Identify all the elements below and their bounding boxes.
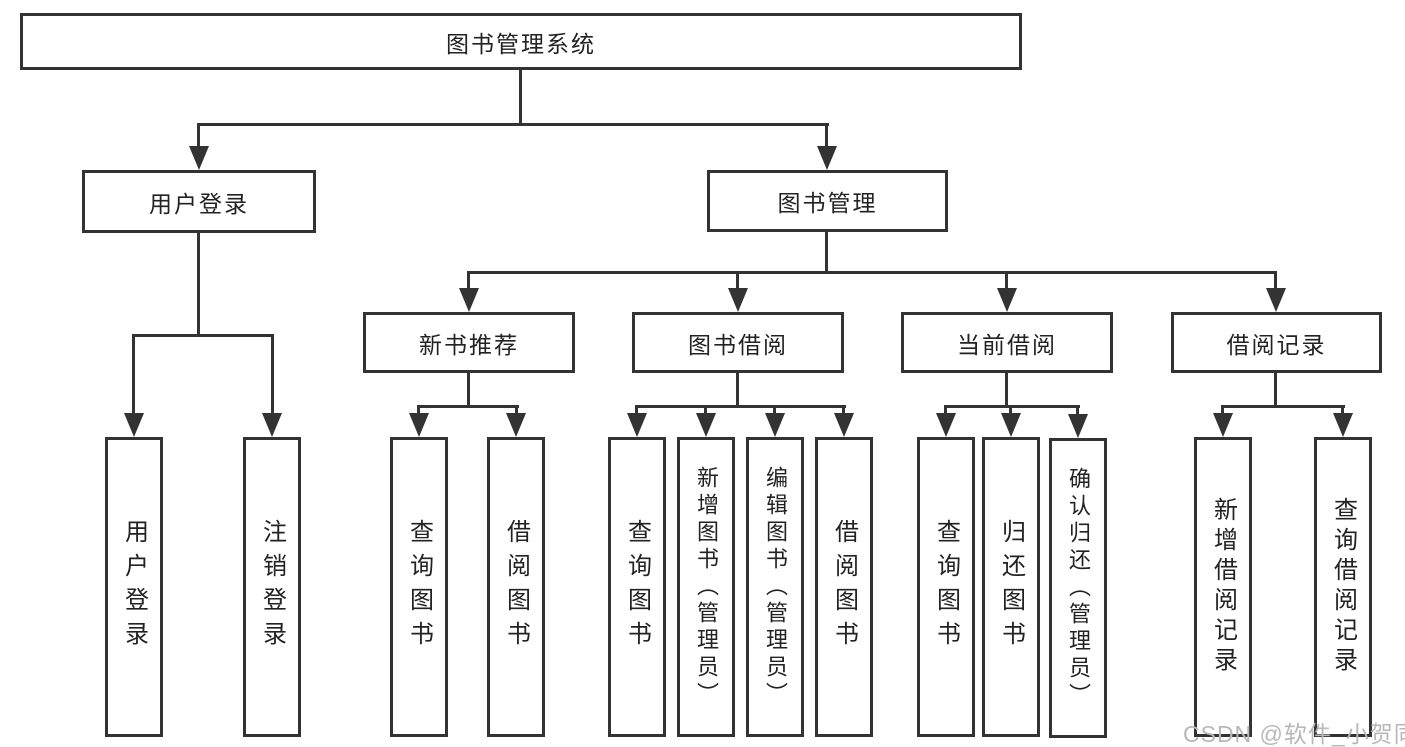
leaf-borrowing-query: 查询图书: [608, 437, 666, 737]
node-current-borrowing: 当前借阅: [901, 312, 1113, 373]
leaf-records-add-label: 新增借阅记录: [1209, 497, 1237, 677]
leaf-current-query: 查询图书: [917, 437, 975, 737]
connector-userlogin-stem: [197, 233, 200, 337]
arrow-down-icon: [262, 413, 282, 437]
leaf-user-login-label: 用户登录: [120, 519, 148, 655]
arrow-down-icon: [627, 413, 647, 437]
node-current-borrowing-label: 当前借阅: [957, 331, 1057, 358]
node-user-login: 用户登录: [82, 170, 316, 233]
connector-current-drop-3: [1076, 405, 1079, 417]
connector-borrowing-drop-3: [773, 405, 776, 417]
connector-bookmgmt-drop-1: [467, 271, 470, 291]
leaf-newbook-query: 查询图书: [390, 437, 448, 737]
arrow-down-icon: [765, 413, 785, 437]
arrow-down-icon: [1001, 413, 1021, 437]
leaf-newbook-borrow-label: 借阅图书: [502, 519, 530, 655]
connector-bookmgmt-stem: [825, 232, 828, 274]
leaf-records-query-label: 查询借阅记录: [1329, 497, 1357, 677]
node-root: 图书管理系统: [20, 13, 1022, 70]
node-root-label: 图书管理系统: [446, 30, 596, 57]
arrow-down-icon: [189, 146, 209, 170]
leaf-newbook-query-label: 查询图书: [405, 519, 433, 655]
arrow-down-icon: [997, 288, 1017, 312]
connector-records-stem: [1274, 373, 1277, 408]
leaf-user-login: 用户登录: [105, 437, 163, 737]
connector-bookmgmt-drop-4: [1274, 271, 1277, 291]
connector-root-crossbar: [197, 123, 829, 126]
connector-userlogin-drop-1: [132, 334, 135, 416]
node-user-login-label: 用户登录: [149, 190, 249, 217]
arrow-down-icon: [1333, 413, 1353, 437]
connector-newbook-drop-2: [515, 405, 518, 417]
leaf-borrowing-query-label: 查询图书: [623, 519, 651, 655]
connector-borrowing-drop-2: [704, 405, 707, 417]
arrow-down-icon: [1213, 413, 1233, 437]
leaf-borrowing-edit-admin: 编辑图书（管理员）: [746, 437, 804, 737]
connector-borrowing-drop-1: [635, 405, 638, 417]
node-new-book-recommend-label: 新书推荐: [419, 331, 519, 358]
connector-current-drop-1: [944, 405, 947, 417]
connector-borrowing-stem: [736, 373, 739, 408]
csdn-watermark: CSDN @软件_小贺同学: [1183, 721, 1405, 747]
connector-borrowing-drop-4: [842, 405, 845, 417]
connector-newbook-drop-1: [417, 405, 420, 417]
leaf-borrowing-borrow: 借阅图书: [815, 437, 873, 737]
arrow-down-icon: [459, 288, 479, 312]
connector-root-drop-right: [825, 123, 828, 151]
connector-current-crossbar: [944, 405, 1080, 408]
node-new-book-recommend: 新书推荐: [363, 312, 575, 373]
connector-bookmgmt-drop-3: [1005, 271, 1008, 291]
connector-current-stem: [1005, 373, 1008, 408]
leaf-logout: 注销登录: [243, 437, 301, 737]
arrow-down-icon: [817, 146, 837, 170]
leaf-records-query: 查询借阅记录: [1314, 437, 1372, 737]
leaf-logout-label: 注销登录: [258, 519, 286, 655]
node-borrow-records-label: 借阅记录: [1226, 331, 1327, 358]
node-book-management: 图书管理: [707, 170, 948, 232]
connector-newbook-stem: [467, 373, 470, 408]
leaf-borrowing-borrow-label: 借阅图书: [830, 519, 858, 655]
connector-userlogin-crossbar: [132, 334, 274, 337]
connector-records-drop-1: [1221, 405, 1224, 417]
arrow-down-icon: [409, 413, 429, 437]
arrow-down-icon: [728, 288, 748, 312]
arrow-down-icon: [1266, 288, 1286, 312]
arrow-down-icon: [124, 413, 144, 437]
leaf-current-query-label: 查询图书: [932, 519, 960, 655]
connector-root-stem: [519, 70, 522, 126]
leaf-current-return: 归还图书: [982, 437, 1040, 737]
leaf-borrowing-add-admin-label: 新增图书（管理员）: [694, 465, 719, 709]
connector-records-drop-2: [1341, 405, 1344, 417]
node-book-borrowing-label: 图书借阅: [688, 331, 788, 358]
connector-borrowing-crossbar: [635, 405, 846, 408]
node-borrow-records: 借阅记录: [1171, 312, 1382, 373]
connector-records-crossbar: [1221, 405, 1345, 408]
leaf-borrowing-edit-admin-label: 编辑图书（管理员）: [763, 465, 788, 709]
connector-root-drop-left: [197, 123, 200, 151]
connector-bookmgmt-drop-2: [736, 271, 739, 291]
leaf-newbook-borrow: 借阅图书: [487, 437, 545, 737]
connector-bookmgmt-crossbar: [467, 271, 1277, 274]
node-book-management-label: 图书管理: [777, 190, 878, 216]
connector-newbook-crossbar: [417, 405, 519, 408]
arrow-down-icon: [936, 413, 956, 437]
leaf-current-confirm-admin: 确认归还（管理员）: [1049, 438, 1107, 738]
leaf-current-confirm-admin-label: 确认归还（管理员）: [1066, 466, 1091, 710]
arrow-down-icon: [834, 413, 854, 437]
leaf-records-add: 新增借阅记录: [1194, 437, 1252, 737]
node-book-borrowing: 图书借阅: [632, 312, 844, 373]
connector-current-drop-2: [1009, 405, 1012, 417]
leaf-current-return-label: 归还图书: [997, 519, 1025, 655]
leaf-borrowing-add-admin: 新增图书（管理员）: [677, 437, 735, 737]
connector-userlogin-drop-2: [271, 334, 274, 416]
arrow-down-icon: [506, 413, 526, 437]
arrow-down-icon: [1068, 414, 1088, 438]
arrow-down-icon: [696, 413, 716, 437]
